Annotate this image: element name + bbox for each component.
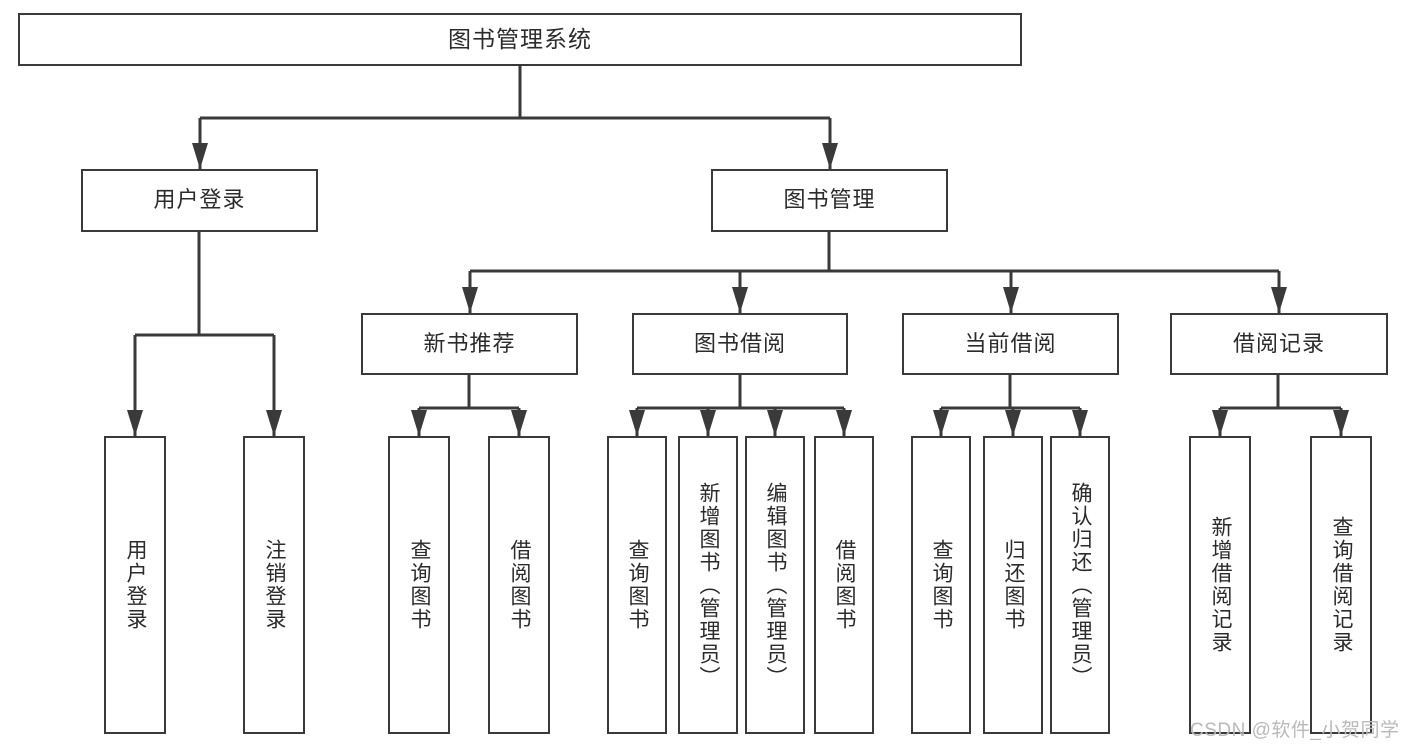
node-box-root[interactable]: 图书管理系统 bbox=[18, 13, 1022, 66]
node-label-bookmgmt: 图书管理 bbox=[783, 187, 876, 213]
node-label-login: 用户登录 bbox=[153, 187, 246, 213]
node-box-leaf-5[interactable]: 查询图书 bbox=[607, 436, 667, 734]
arrowhead-leaf-4 bbox=[511, 410, 527, 436]
arrowhead-leaf-8 bbox=[836, 410, 852, 436]
node-label-leaf-5: 查询图书 bbox=[626, 539, 650, 631]
arrowhead-leaf-7 bbox=[767, 410, 783, 436]
node-box-leaf-10[interactable]: 归还图书 bbox=[983, 436, 1043, 734]
arrowhead-records bbox=[1271, 287, 1287, 313]
node-box-leaf-9[interactable]: 查询图书 bbox=[911, 436, 971, 734]
node-box-leaf-3[interactable]: 查询图书 bbox=[388, 436, 450, 734]
node-box-leaf-2[interactable]: 注销登录 bbox=[243, 436, 305, 734]
node-label-leaf-13: 查询借阅记录 bbox=[1330, 516, 1354, 654]
node-box-leaf-6[interactable]: 新增图书（管理员） bbox=[678, 436, 738, 734]
arrowhead-leaf-1 bbox=[127, 410, 143, 436]
node-box-leaf-4[interactable]: 借阅图书 bbox=[488, 436, 550, 734]
node-box-borrow[interactable]: 图书借阅 bbox=[632, 313, 848, 375]
node-label-leaf-10: 归还图书 bbox=[1002, 539, 1026, 631]
arrowhead-current bbox=[1003, 287, 1019, 313]
node-label-leaf-2: 注销登录 bbox=[263, 539, 287, 631]
node-label-leaf-9: 查询图书 bbox=[930, 539, 954, 631]
arrowhead-leaf-9 bbox=[933, 410, 949, 436]
node-box-login[interactable]: 用户登录 bbox=[81, 169, 318, 232]
node-label-leaf-4: 借阅图书 bbox=[508, 539, 532, 631]
arrowhead-leaf-5 bbox=[629, 410, 645, 436]
node-label-current: 当前借阅 bbox=[964, 330, 1057, 356]
arrowhead-leaf-12 bbox=[1212, 410, 1228, 436]
node-label-borrow: 图书借阅 bbox=[693, 330, 786, 356]
node-label-leaf-1: 用户登录 bbox=[124, 539, 148, 631]
node-label-leaf-12: 新增借阅记录 bbox=[1209, 516, 1233, 654]
node-box-records[interactable]: 借阅记录 bbox=[1170, 313, 1388, 375]
arrowhead-leaf-6 bbox=[700, 410, 716, 436]
node-box-newrec[interactable]: 新书推荐 bbox=[361, 313, 578, 375]
node-label-newrec: 新书推荐 bbox=[423, 330, 516, 356]
arrowhead-leaf-3 bbox=[411, 410, 427, 436]
node-label-records: 借阅记录 bbox=[1232, 330, 1325, 356]
connector-group bbox=[127, 66, 1349, 436]
node-box-leaf-1[interactable]: 用户登录 bbox=[104, 436, 166, 734]
node-box-current[interactable]: 当前借阅 bbox=[902, 313, 1119, 375]
node-box-leaf-7[interactable]: 编辑图书（管理员） bbox=[745, 436, 805, 734]
node-box-leaf-12[interactable]: 新增借阅记录 bbox=[1189, 436, 1251, 734]
arrowhead-borrow bbox=[732, 287, 748, 313]
node-box-leaf-13[interactable]: 查询借阅记录 bbox=[1310, 436, 1372, 734]
arrowhead-bookmgmt bbox=[822, 143, 838, 169]
arrowhead-leaf-2 bbox=[266, 410, 282, 436]
node-label-leaf-3: 查询图书 bbox=[408, 539, 432, 631]
arrowhead-leaf-13 bbox=[1333, 410, 1349, 436]
arrowhead-leaf-10 bbox=[1005, 410, 1021, 436]
node-label-leaf-6: 新增图书（管理员） bbox=[697, 481, 721, 689]
node-label-leaf-8: 借阅图书 bbox=[833, 539, 857, 631]
node-label-leaf-11: 确认归还（管理员） bbox=[1069, 481, 1093, 689]
arrowhead-newrec bbox=[462, 287, 478, 313]
node-label-root: 图书管理系统 bbox=[448, 25, 592, 52]
node-label-leaf-7: 编辑图书（管理员） bbox=[764, 481, 788, 689]
arrowhead-leaf-11 bbox=[1072, 410, 1088, 436]
node-box-leaf-8[interactable]: 借阅图书 bbox=[814, 436, 874, 734]
arrowhead-login bbox=[192, 143, 208, 169]
node-box-leaf-11[interactable]: 确认归还（管理员） bbox=[1050, 436, 1110, 734]
node-box-bookmgmt[interactable]: 图书管理 bbox=[711, 169, 948, 232]
